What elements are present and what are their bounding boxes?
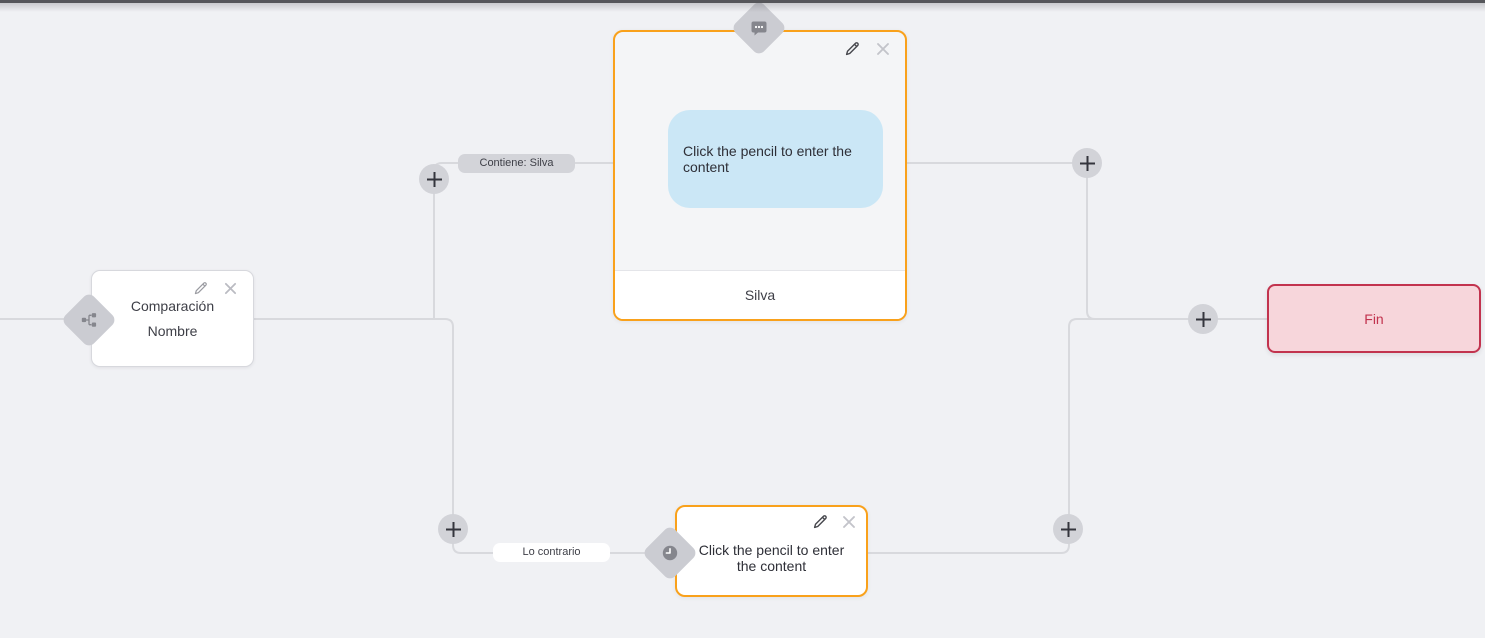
edge-label-condition: Contiene: Silva — [458, 154, 575, 173]
add-node-button-after-message[interactable] — [1072, 148, 1102, 178]
edit-message-button[interactable] — [843, 41, 861, 59]
wire-action-out — [868, 318, 1078, 554]
wire-comparison-to-otherwise — [254, 318, 660, 554]
edit-comparison-button[interactable] — [191, 281, 209, 299]
comparison-node[interactable]: Comparación Nombre — [91, 270, 254, 367]
end-node-label: Fin — [1364, 310, 1384, 327]
action-placeholder-text: Click the pencil to enter the content — [698, 542, 845, 574]
edit-action-button[interactable] — [811, 514, 829, 532]
comparison-node-port — [60, 291, 118, 349]
end-node[interactable]: Fin — [1267, 284, 1481, 353]
pencil-icon — [193, 281, 208, 299]
action-node-port — [641, 524, 699, 582]
plus-icon — [445, 521, 462, 538]
message-bubble: Click the pencil to enter the content — [668, 110, 883, 208]
add-node-button-after-action[interactable] — [1053, 514, 1083, 544]
plus-icon — [1060, 521, 1077, 538]
canvas-top-border — [0, 0, 1485, 3]
edge-label-otherwise: Lo contrario — [493, 543, 610, 562]
message-node-port — [730, 0, 788, 57]
add-node-button-condition-branch[interactable] — [419, 164, 449, 194]
plus-icon — [1079, 155, 1096, 172]
message-node[interactable]: Click the pencil to enter the content Si… — [613, 30, 907, 321]
message-bubble-text: Click the pencil to enter the content — [683, 143, 852, 175]
add-node-button-before-end[interactable] — [1188, 304, 1218, 334]
add-node-button-otherwise-branch[interactable] — [438, 514, 468, 544]
branch-icon — [81, 312, 97, 328]
chat-bubble-icon — [750, 19, 768, 37]
pencil-icon — [844, 41, 860, 60]
close-icon — [876, 42, 890, 59]
wire-comparison-to-condition — [433, 162, 613, 319]
plus-icon — [426, 171, 443, 188]
clock-icon — [661, 544, 679, 562]
delete-message-button[interactable] — [874, 41, 892, 59]
close-icon — [224, 282, 237, 298]
plus-icon — [1195, 311, 1212, 328]
wire-message-out-down — [1086, 163, 1096, 320]
delete-action-button[interactable] — [840, 514, 858, 532]
pencil-icon — [812, 514, 828, 533]
action-node[interactable]: Click the pencil to enter the content — [675, 505, 868, 597]
comparison-title-line1: Comparación — [130, 298, 215, 314]
delete-comparison-button[interactable] — [221, 281, 239, 299]
comparison-title-line2: Nombre — [147, 323, 198, 339]
close-icon — [842, 515, 856, 532]
message-reply-label: Silva — [615, 270, 905, 319]
